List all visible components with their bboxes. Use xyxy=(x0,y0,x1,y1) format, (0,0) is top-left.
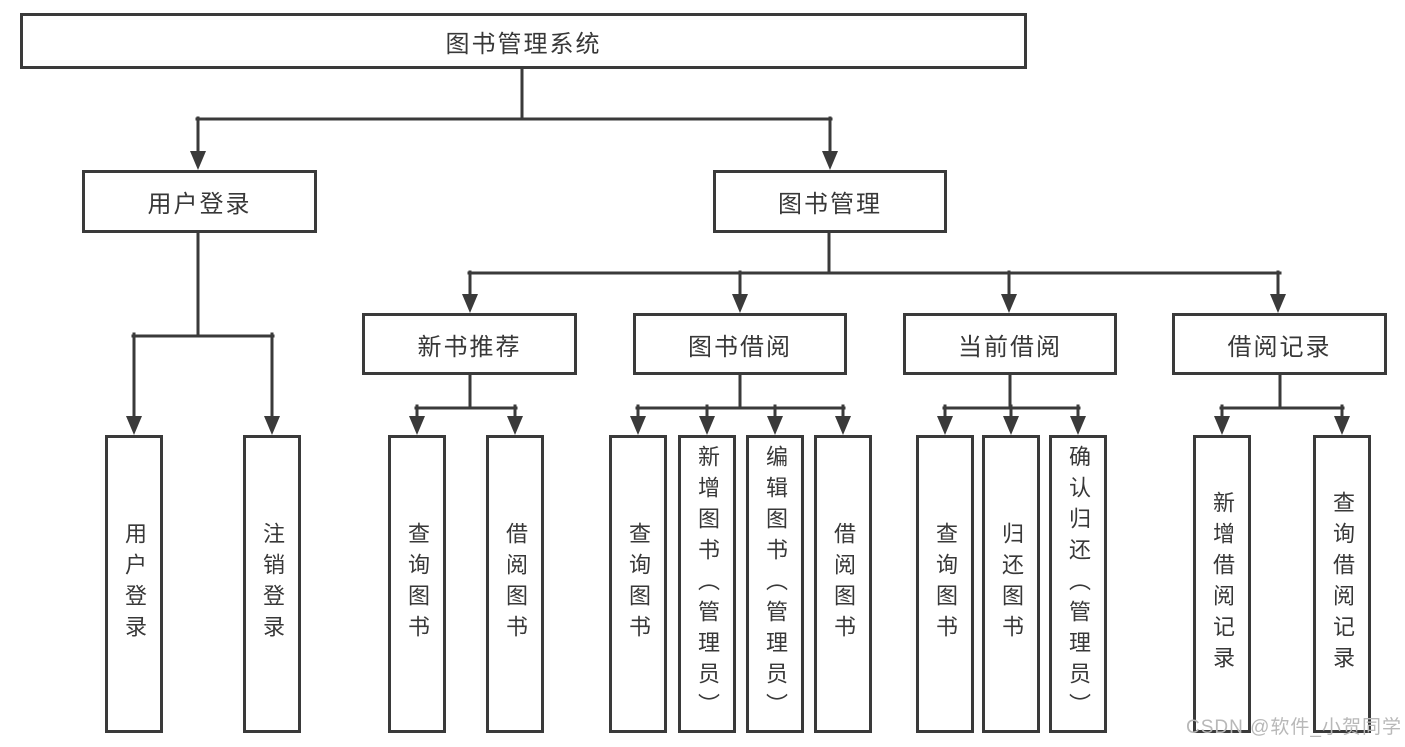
leaf-bb-borrow-book-label: 借阅图书 xyxy=(831,522,856,646)
arrowhead xyxy=(699,416,715,435)
node-book-management: 图书管理 xyxy=(713,170,947,233)
node-borrow-records: 借阅记录 xyxy=(1172,313,1387,375)
leaf-cb-confirm-return-admin: 确认归还（管理员） xyxy=(1049,435,1107,733)
leaf-nbr-borrow-book-label: 借阅图书 xyxy=(503,522,528,646)
leaf-bb-add-book-admin-label: 新增图书（管理员） xyxy=(695,444,720,724)
leaf-bb-edit-book-admin-label: 编辑图书（管理员） xyxy=(763,444,788,724)
node-root: 图书管理系统 xyxy=(20,13,1027,69)
arrowhead xyxy=(822,151,838,170)
node-book-borrow: 图书借阅 xyxy=(633,313,847,375)
arrowhead xyxy=(937,416,953,435)
node-book-borrow-label: 图书借阅 xyxy=(688,333,792,361)
arrowhead xyxy=(409,416,425,435)
node-user-login: 用户登录 xyxy=(82,170,317,233)
arrowhead xyxy=(507,416,523,435)
leaf-br-query-record: 查询借阅记录 xyxy=(1313,435,1371,733)
arrowhead xyxy=(1334,416,1350,435)
leaf-logout-label: 注销登录 xyxy=(260,522,285,646)
arrowhead xyxy=(835,416,851,435)
node-root-label: 图书管理系统 xyxy=(445,30,602,58)
leaf-cb-return-book: 归还图书 xyxy=(982,435,1040,733)
leaf-user-login-label: 用户登录 xyxy=(122,522,147,646)
node-current-borrow-label: 当前借阅 xyxy=(958,333,1062,361)
arrowhead xyxy=(264,416,280,435)
node-new-book-recommend: 新书推荐 xyxy=(362,313,577,375)
leaf-br-add-record-label: 新增借阅记录 xyxy=(1210,491,1235,677)
leaf-bb-borrow-book: 借阅图书 xyxy=(814,435,872,733)
leaf-br-query-record-label: 查询借阅记录 xyxy=(1330,491,1355,677)
leaf-nbr-query-book: 查询图书 xyxy=(388,435,446,733)
arrowheads xyxy=(126,151,1350,435)
csdn-watermark: CSDN @软件_小贺同学 xyxy=(1186,717,1402,738)
leaf-nbr-query-book-label: 查询图书 xyxy=(405,522,430,646)
leaf-cb-query-book-label: 查询图书 xyxy=(933,522,958,646)
wire-path xyxy=(131,67,1345,422)
leaf-bb-query-book: 查询图书 xyxy=(609,435,667,733)
arrowhead xyxy=(1270,294,1286,313)
leaf-cb-query-book: 查询图书 xyxy=(916,435,974,733)
arrowhead xyxy=(1003,416,1019,435)
arrowhead xyxy=(1214,416,1230,435)
arrowhead xyxy=(126,416,142,435)
leaf-nbr-borrow-book: 借阅图书 xyxy=(486,435,544,733)
arrowhead xyxy=(190,151,206,170)
node-new-book-recommend-label: 新书推荐 xyxy=(417,333,522,361)
arrowhead xyxy=(630,416,646,435)
leaf-br-add-record: 新增借阅记录 xyxy=(1193,435,1251,733)
arrowhead xyxy=(767,416,783,435)
node-current-borrow: 当前借阅 xyxy=(903,313,1117,375)
node-borrow-records-label: 借阅记录 xyxy=(1227,333,1332,361)
leaf-user-login: 用户登录 xyxy=(105,435,163,733)
arrowhead xyxy=(1070,416,1086,435)
node-user-login-label: 用户登录 xyxy=(147,191,252,218)
leaf-logout: 注销登录 xyxy=(243,435,301,733)
leaf-bb-edit-book-admin: 编辑图书（管理员） xyxy=(746,435,804,733)
leaf-cb-confirm-return-admin-label: 确认归还（管理员） xyxy=(1066,444,1091,724)
arrowhead xyxy=(732,294,748,313)
arrowhead xyxy=(462,294,478,313)
node-book-management-label: 图书管理 xyxy=(778,191,882,218)
leaf-bb-add-book-admin: 新增图书（管理员） xyxy=(678,435,736,733)
leaf-bb-query-book-label: 查询图书 xyxy=(626,522,651,646)
leaf-cb-return-book-label: 归还图书 xyxy=(999,522,1024,646)
arrowhead xyxy=(1001,294,1017,313)
